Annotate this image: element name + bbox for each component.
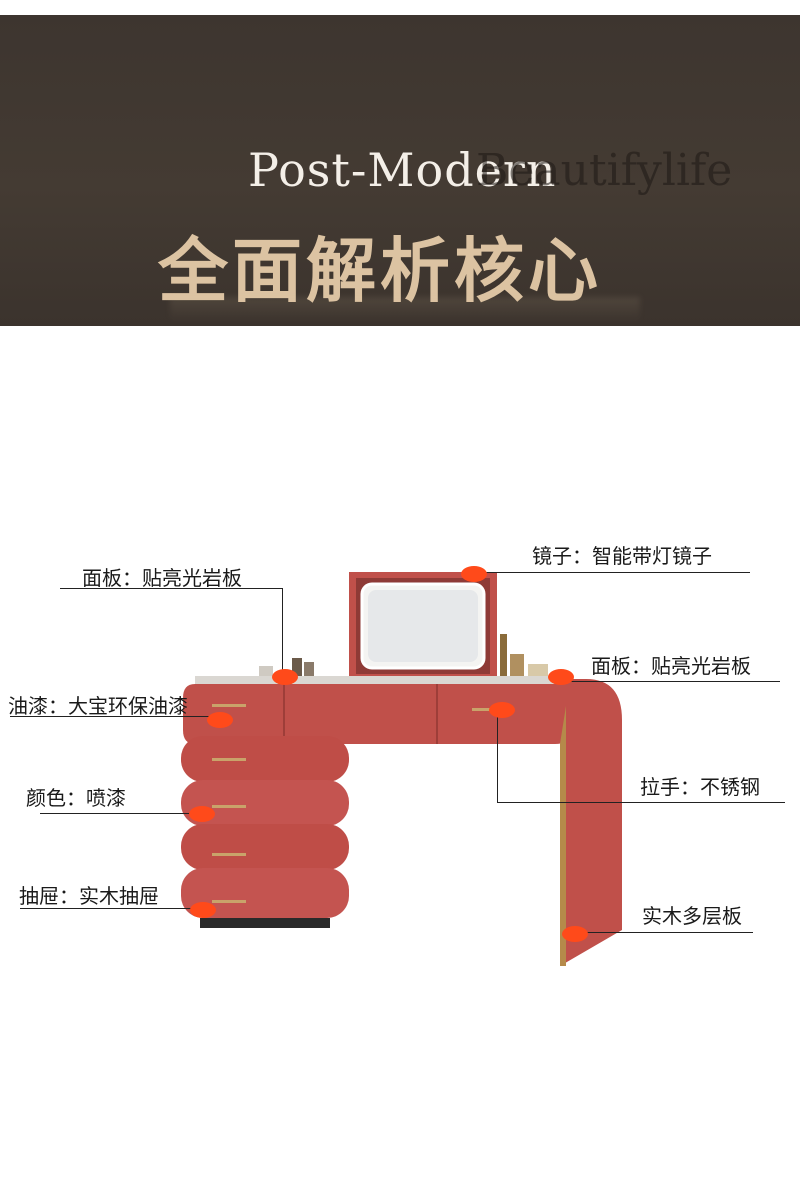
marker-drawer [190,902,216,918]
top-border [0,0,800,15]
marker-panel-left [272,669,298,685]
watermark: Beautifylife [476,145,733,196]
callout-handle: 拉手：不锈钢 [640,775,760,799]
callout-handle-line [497,802,785,803]
callout-panel-left: 面板：贴亮光岩板 [82,566,242,590]
drawer-stack [181,736,349,928]
callout-panel-left-line [60,588,282,589]
callout-drawer: 抽屉：实木抽屉 [19,884,159,908]
marker-mirror [461,566,487,582]
header-banner: Post-Modern Beautifylife 全面解析核心 [0,15,800,326]
marker-panel-right [548,669,574,685]
right-leg [548,679,622,966]
english-title: Post-Modern [248,143,557,197]
callout-drawer-line [20,908,200,909]
marker-handle [489,702,515,718]
mirror-frame [349,572,497,680]
marker-board [562,926,588,942]
top-drawer-housing [183,684,568,744]
callout-panel-right: 面板：贴亮光岩板 [591,654,751,678]
callout-panel-right-line [560,681,780,682]
callout-board: 实木多层板 [642,904,742,928]
marker-color [189,806,215,822]
callout-color-line [40,813,200,814]
callout-board-line [575,932,753,933]
cosmetics [259,634,548,678]
callout-color: 颜色：喷漆 [26,786,126,810]
marker-paint [207,712,233,728]
chinese-title: 全面解析核心 [158,230,602,312]
callout-mirror-line [476,572,750,573]
callout-mirror: 镜子：智能带灯镜子 [532,544,712,568]
callout-paint: 油漆：大宝环保油漆 [8,694,188,718]
stone-top-panel [195,676,565,686]
title-reflection [170,297,640,323]
callout-paint-line [10,716,220,717]
